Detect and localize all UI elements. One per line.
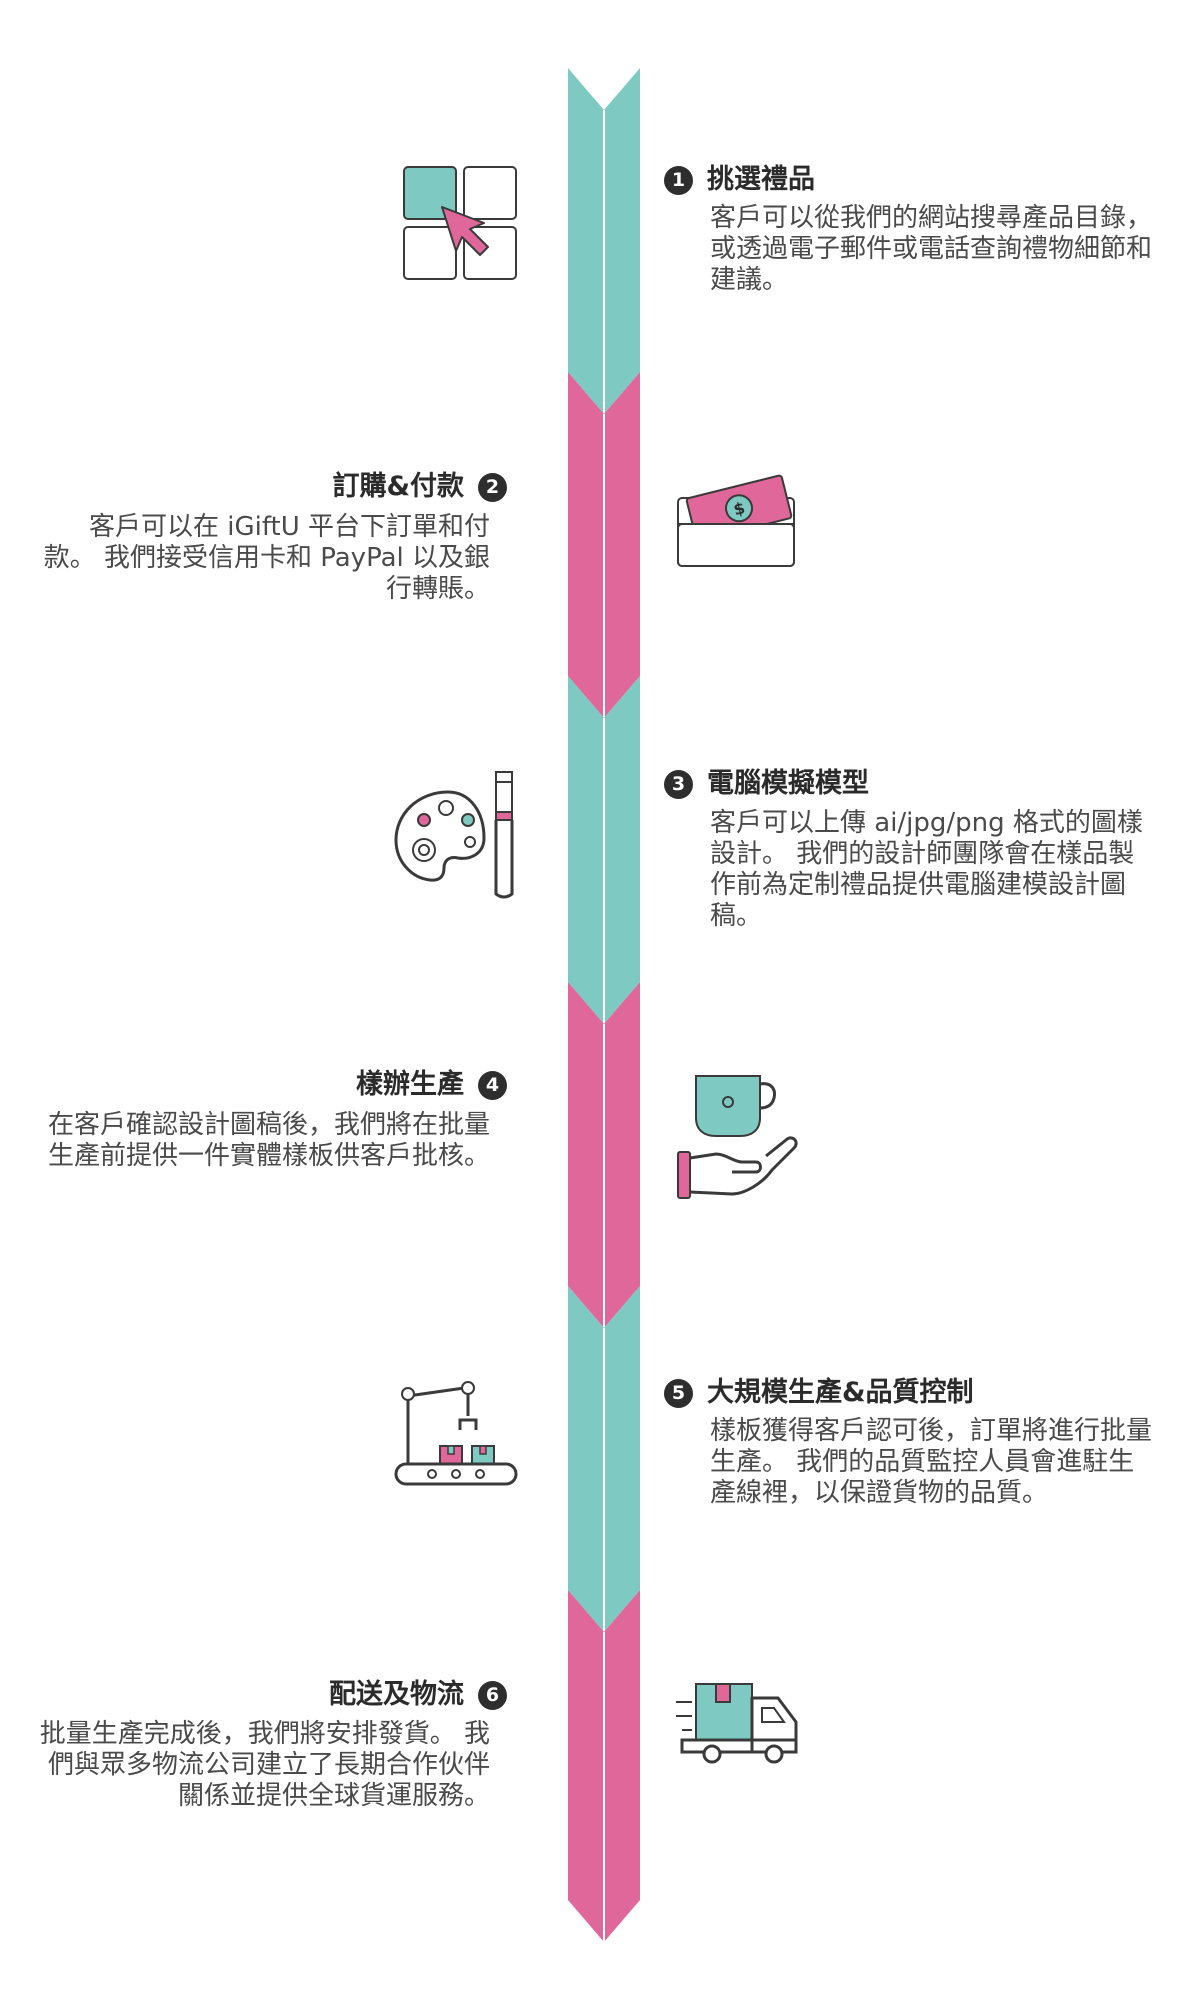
- step-2-description: 客戶可以在 iGiftU 平台下訂單和付款。 我們接受信用卡和 PayPal 以…: [43, 512, 490, 604]
- step-3-heading: 3 電腦模擬模型: [664, 767, 869, 801]
- grid-select-icon: [403, 166, 517, 280]
- conveyor-robot-icon: [394, 1381, 518, 1486]
- step-4-description: 在客戶確認設計圖稿後，我們將在批量生產前提供一件實體樣板供客戶批核。: [47, 1110, 490, 1171]
- step-6-description: 批量生產完成後，我們將安排發貨。 我們與眾多物流公司建立了長期合作伙伴關係並提供…: [39, 1719, 490, 1811]
- step-1-heading: 1 挑選禮品: [664, 163, 815, 197]
- step-4-title: 樣辦生產: [356, 1069, 464, 1100]
- step-3-description: 客戶可以上傳 ai/jpg/png 格式的圖樣設計。 我們的設計師團隊會在樣品製…: [710, 808, 1143, 931]
- step-3-number: 3: [664, 769, 693, 799]
- money-wallet-icon: $: [677, 474, 795, 567]
- mug-hand-icon: [677, 1075, 798, 1199]
- step-1-description: 客戶可以從我們的網站搜尋產品目錄，或透過電子郵件或電話查詢禮物細節和建議。: [710, 203, 1153, 295]
- palette-brush-icon: [394, 771, 514, 899]
- step-1-number: 1: [664, 165, 693, 195]
- svg-text:$: $: [731, 498, 746, 519]
- step-2-number: 2: [478, 472, 507, 502]
- step-5-description: 樣板獲得客戶認可後，訂單將進行批量生產。 我們的品質監控人員會進駐生產線裡，以保…: [710, 1416, 1153, 1508]
- step-2-title: 訂購&付款: [332, 471, 464, 502]
- step-5-title: 大規模生產&品質控制: [707, 1377, 974, 1408]
- step-4-heading: 樣辦生產 4: [356, 1068, 507, 1102]
- step-1-title: 挑選禮品: [707, 164, 815, 195]
- step-3-title: 電腦模擬模型: [707, 768, 869, 799]
- step-6-heading: 配送及物流 6: [329, 1678, 507, 1712]
- step-5-heading: 5 大規模生產&品質控制: [664, 1376, 974, 1410]
- step-4-number: 4: [478, 1070, 507, 1100]
- step-5-number: 5: [664, 1378, 693, 1408]
- step-6-title: 配送及物流: [329, 1679, 464, 1710]
- step-6-number: 6: [478, 1680, 507, 1710]
- step-2-heading: 訂購&付款 2: [332, 470, 507, 504]
- delivery-truck-icon: [676, 1683, 798, 1764]
